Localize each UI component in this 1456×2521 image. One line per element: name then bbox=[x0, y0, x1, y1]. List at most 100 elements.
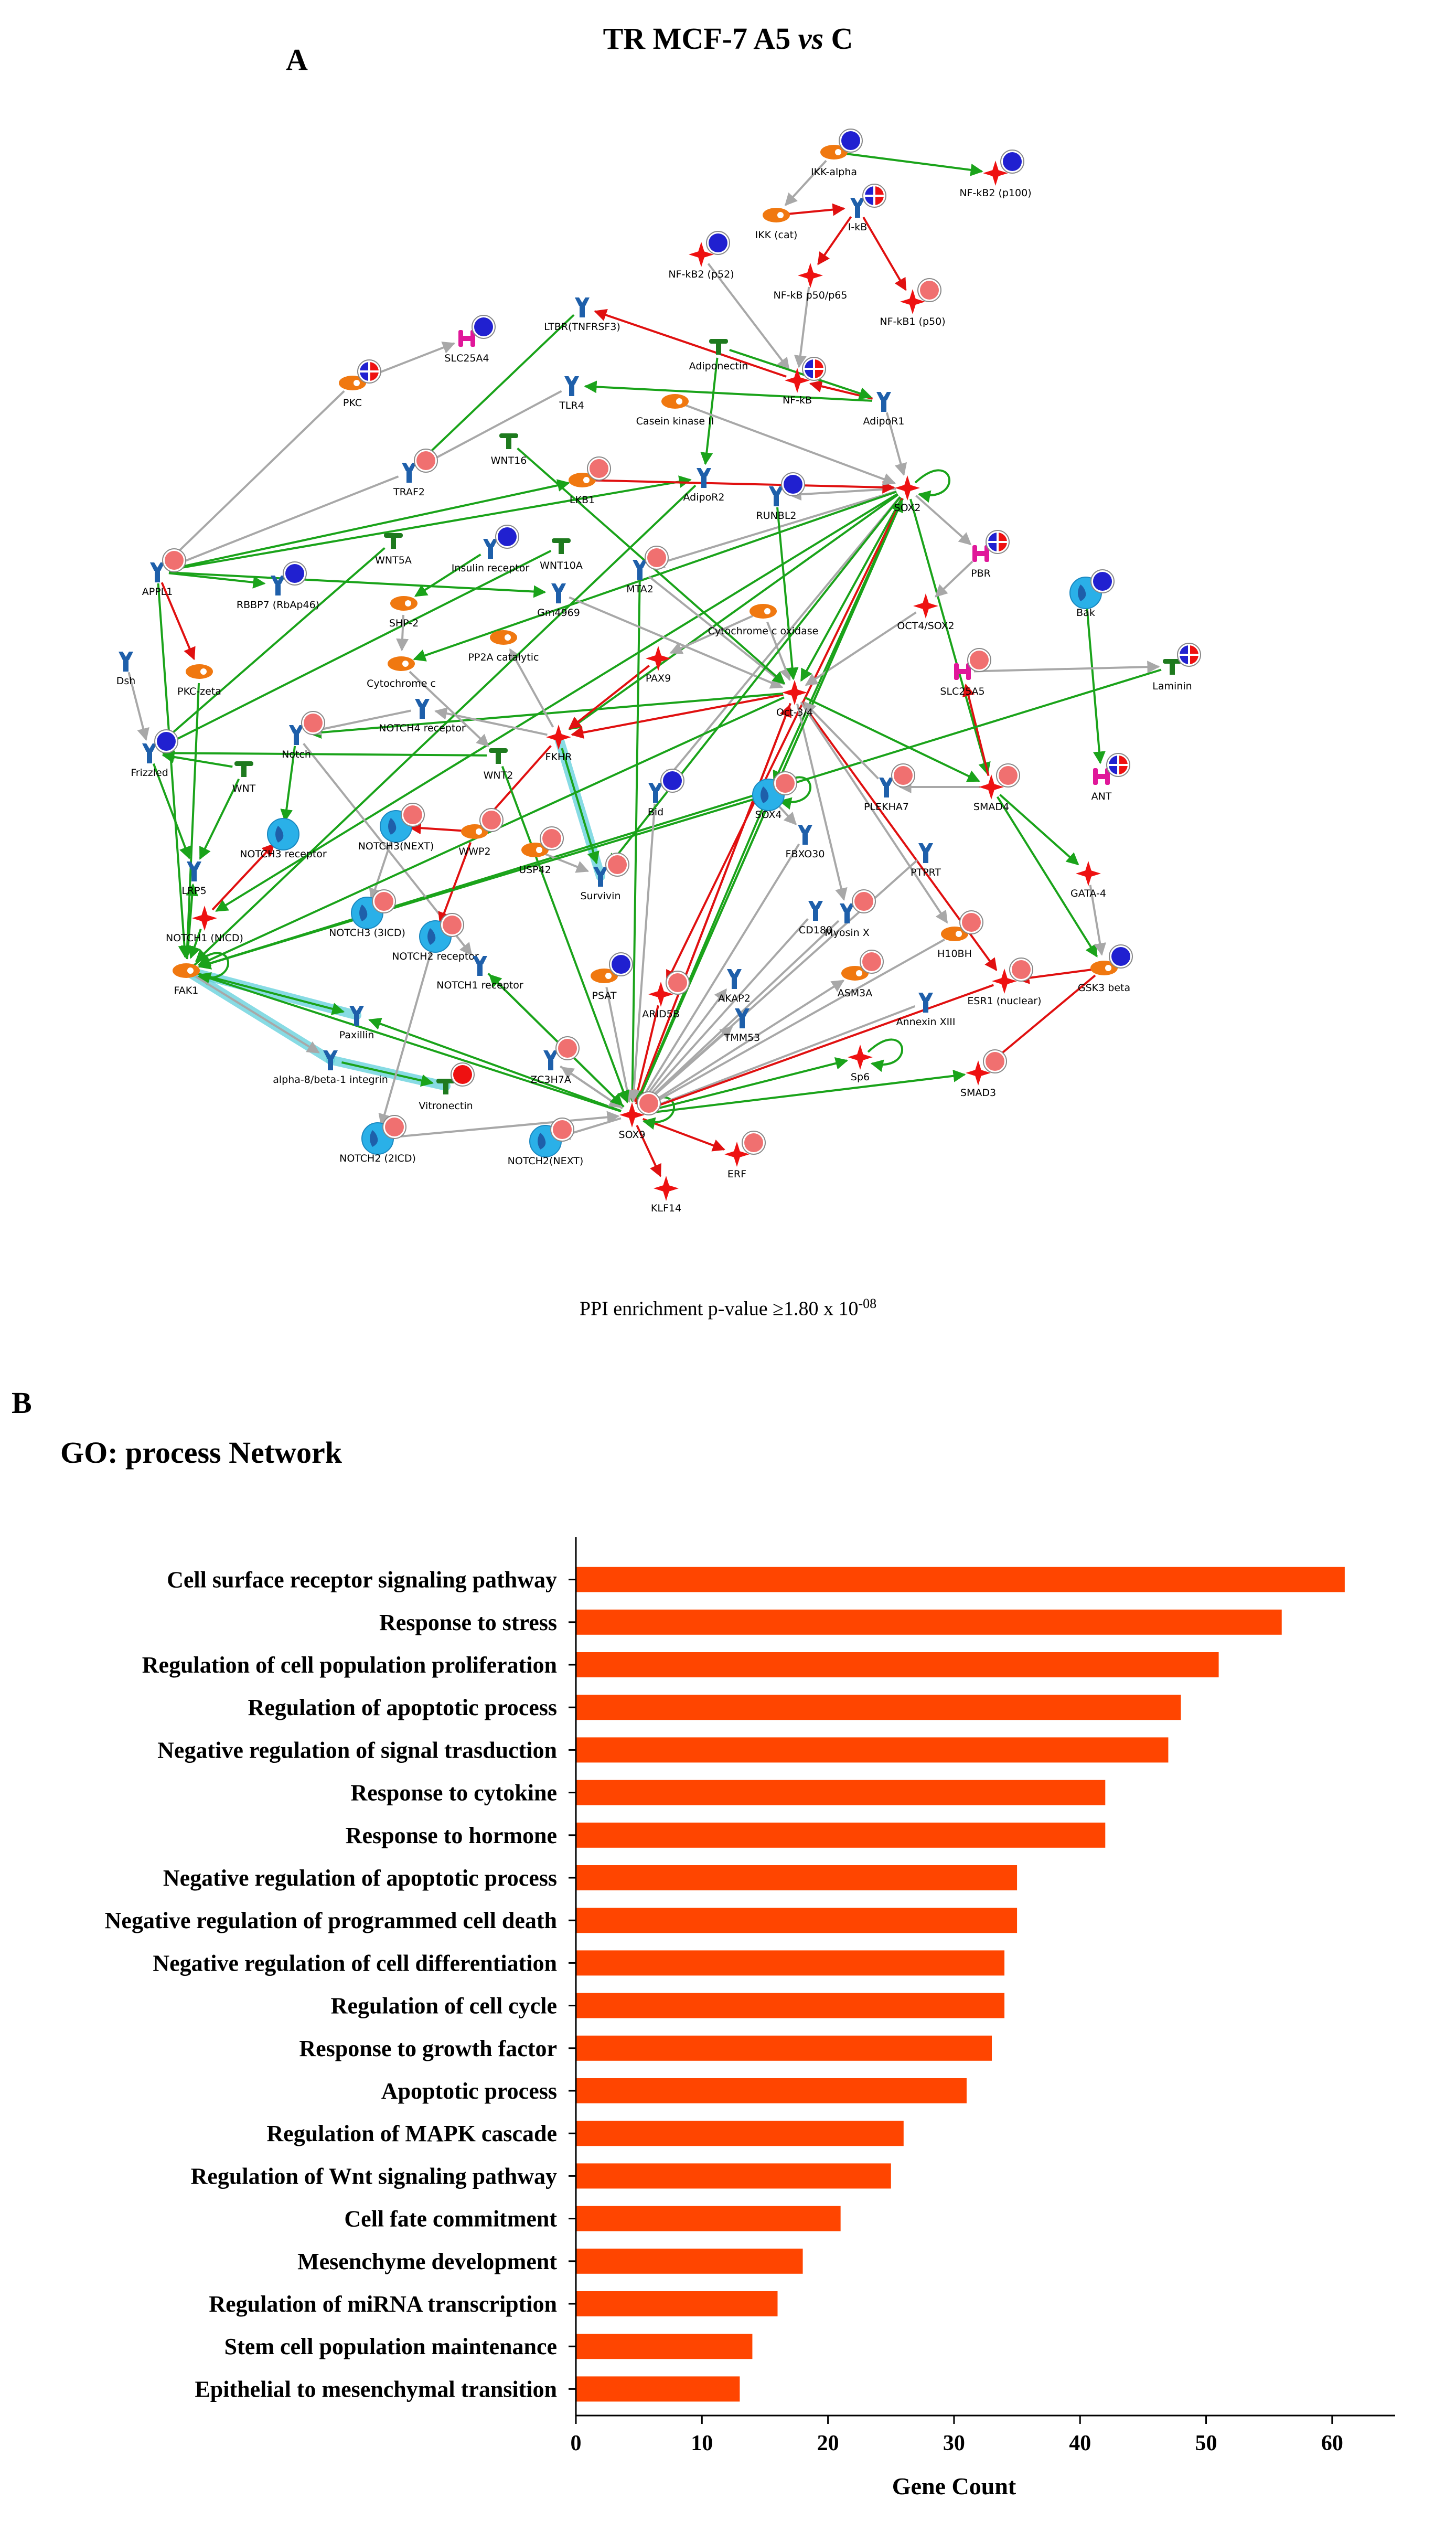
node-fbxo30: FBXO30 bbox=[786, 825, 825, 860]
interaction-edge bbox=[418, 314, 575, 464]
category-label: Regulation of cell population proliferat… bbox=[142, 1652, 557, 1678]
interaction-edge bbox=[197, 972, 345, 1015]
node-cd180: CD180 bbox=[799, 901, 832, 936]
node-gm4969: Gm4969 bbox=[537, 583, 580, 619]
interaction-edge bbox=[817, 216, 852, 265]
category-label: Regulation of apoptotic process bbox=[248, 1695, 557, 1720]
interaction-edge bbox=[626, 580, 641, 1103]
x-axis-title: Gene Count bbox=[892, 2473, 1016, 2499]
interaction-edge bbox=[396, 614, 409, 652]
interaction-edge bbox=[199, 778, 240, 860]
interaction-edge bbox=[168, 475, 399, 569]
interaction-edge bbox=[409, 671, 489, 747]
node-wwp2: WWP2 bbox=[458, 808, 504, 857]
interaction-edge bbox=[569, 596, 784, 689]
node-mta2: MTA2 bbox=[626, 546, 669, 595]
category-label: Regulation of Wnt signaling pathway bbox=[191, 2163, 557, 2189]
interaction-edge bbox=[707, 263, 790, 371]
node-laminin: Laminin bbox=[1152, 643, 1201, 692]
node-arid5b: ARID5B bbox=[642, 971, 690, 1020]
node-label: NOTCH1 (NICD) bbox=[166, 932, 243, 944]
interaction-edge bbox=[700, 357, 719, 465]
category-label: Response to hormone bbox=[346, 1823, 557, 1848]
interaction-edge bbox=[640, 918, 809, 1106]
bar bbox=[576, 2078, 967, 2103]
node-wnt: WNT bbox=[232, 761, 256, 794]
node-frizzled: Frizzled bbox=[131, 729, 178, 779]
node-nfkbp5065: NF-kB p50/p65 bbox=[774, 263, 847, 301]
bar bbox=[576, 1567, 1345, 1592]
node-label: Dsh bbox=[116, 675, 136, 687]
node-label: NOTCH2(NEXT) bbox=[508, 1155, 584, 1167]
node-akap2: AKAP2 bbox=[718, 969, 751, 1004]
node-label: TRAF2 bbox=[393, 486, 425, 498]
category-label: Regulation of miRNA transcription bbox=[209, 2291, 557, 2317]
interaction-edge bbox=[805, 611, 917, 686]
node-label: WNT bbox=[232, 783, 256, 794]
node-label: ERF bbox=[727, 1168, 746, 1180]
node-label: AdipoR2 bbox=[683, 492, 725, 503]
node-label: ANT bbox=[1091, 791, 1112, 802]
node-label: SMAD4 bbox=[973, 801, 1009, 813]
node-notch2r: NOTCH2 receptor bbox=[392, 913, 479, 962]
interaction-edge bbox=[545, 853, 590, 873]
node-appl1: APPL1 bbox=[142, 548, 186, 598]
interaction-edge bbox=[935, 560, 973, 598]
node-sp6: Sp6 bbox=[848, 1045, 873, 1083]
node-label: Casein kinase II bbox=[636, 416, 714, 427]
node-fak1: FAK1 bbox=[173, 963, 200, 996]
node-label: IKK (cat) bbox=[755, 229, 798, 241]
interaction-edge bbox=[378, 947, 433, 1127]
interaction-edge bbox=[803, 701, 880, 780]
node-label: ESR1 (nuclear) bbox=[967, 995, 1041, 1007]
category-label: Stem cell population maintenance bbox=[224, 2334, 557, 2359]
node-label: IKK-alpha bbox=[811, 166, 857, 178]
interaction-edge bbox=[644, 1005, 916, 1112]
node-wnt2: WNT2 bbox=[484, 748, 513, 781]
x-tick-label: 10 bbox=[691, 2431, 713, 2455]
node-label: WWP2 bbox=[458, 846, 490, 857]
node-pp2a: PP2A catalytic bbox=[468, 630, 539, 663]
interaction-edge bbox=[643, 1069, 966, 1115]
x-tick-label: 40 bbox=[1069, 2431, 1091, 2455]
node-label: NOTCH1 receptor bbox=[436, 980, 523, 991]
interaction-edge bbox=[308, 709, 411, 736]
node-label: LTBR(TNFRSF3) bbox=[544, 321, 620, 333]
node-label: H10BH bbox=[937, 948, 972, 960]
interaction-edge bbox=[389, 1111, 620, 1139]
interaction-edge bbox=[211, 843, 275, 911]
node-pkczeta: PKC-zeta bbox=[177, 664, 221, 697]
node-label: Paxillin bbox=[339, 1029, 374, 1041]
node-label: NOTCH3(NEXT) bbox=[358, 841, 434, 852]
node-smad3: SMAD3 bbox=[960, 1049, 1007, 1099]
interaction-edge bbox=[198, 797, 758, 970]
node-oct4sox2: OCT4/SOX2 bbox=[897, 593, 955, 632]
node-label: Frizzled bbox=[131, 767, 168, 779]
category-label: Negative regulation of programmed cell d… bbox=[105, 1908, 557, 1933]
interaction-edge bbox=[962, 683, 990, 776]
node-pkc: PKC bbox=[339, 359, 381, 409]
node-ant: ANT bbox=[1091, 753, 1130, 802]
node-runbl2: RUNBL2 bbox=[756, 472, 805, 522]
node-usp42: USP42 bbox=[519, 826, 564, 876]
interaction-edge bbox=[999, 794, 1079, 866]
category-label: Cell fate commitment bbox=[344, 2206, 557, 2232]
x-tick-label: 0 bbox=[571, 2431, 582, 2455]
node-bak: Bak bbox=[1069, 569, 1115, 619]
node-label: Adiponectin bbox=[689, 360, 748, 372]
node-wnt5a: WNT5A bbox=[375, 533, 412, 566]
node-gsk3b: GSK3 beta bbox=[1078, 944, 1133, 994]
ppi-exponent: -08 bbox=[858, 1296, 877, 1311]
node-cytc: Cytochrome c bbox=[367, 656, 436, 689]
node-label: WNT2 bbox=[484, 770, 513, 781]
interaction-edge bbox=[157, 583, 191, 959]
bar bbox=[576, 1908, 1018, 1933]
interaction-edge bbox=[669, 615, 753, 654]
interaction-edge bbox=[584, 380, 873, 402]
interaction-edge bbox=[666, 497, 904, 983]
node-adipor1: AdipoR1 bbox=[863, 392, 904, 427]
node-label: WNT5A bbox=[375, 555, 412, 566]
interaction-edge bbox=[729, 349, 872, 400]
node-sox4: SOX4 bbox=[752, 771, 797, 821]
